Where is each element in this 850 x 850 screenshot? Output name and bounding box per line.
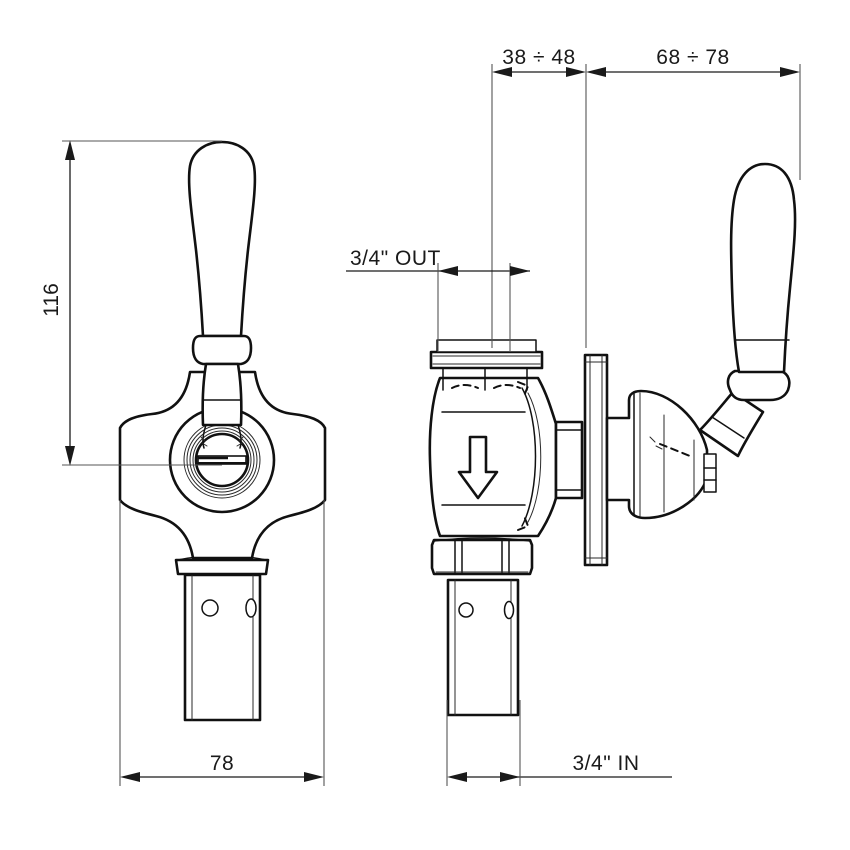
dimension-78-label: 78 xyxy=(210,752,234,775)
front-view-lever-handle xyxy=(187,140,257,427)
callout-outlet-label: 3/4" OUT xyxy=(350,247,441,270)
dimension-68-78: 68 ÷ 78 xyxy=(586,46,801,180)
front-view-outlet-pipe xyxy=(183,573,262,722)
dimension-116-label: 116 xyxy=(40,283,63,316)
side-view-hex-nut xyxy=(430,537,534,576)
side-view-wall-flange xyxy=(583,353,609,567)
callout-inlet: 3/4" IN xyxy=(446,700,672,786)
side-view-inlet-pipe xyxy=(446,578,520,717)
side-view-body-cap xyxy=(429,339,544,391)
side-section-view-group: 38 ÷ 48 68 ÷ 78 3/4" OUT 3/4" IN xyxy=(346,46,801,786)
flow-direction-arrow xyxy=(457,435,499,500)
front-view-handle-neck xyxy=(200,424,244,449)
front-view-collar xyxy=(174,554,270,576)
callout-outlet: 3/4" OUT xyxy=(346,247,530,352)
dimension-38-48-label: 38 ÷ 48 xyxy=(502,46,575,69)
dimension-38-48: 38 ÷ 48 xyxy=(491,46,587,348)
front-view-group: 116 78 xyxy=(40,140,327,786)
dimension-116: 116 xyxy=(40,140,222,466)
side-view-handle-base xyxy=(605,389,717,520)
callout-inlet-label: 3/4" IN xyxy=(573,752,640,775)
front-view-hub xyxy=(168,406,276,514)
side-view-valve-body xyxy=(428,376,558,538)
side-view-lever-handle xyxy=(698,162,797,458)
dimension-68-78-label: 68 ÷ 78 xyxy=(656,46,729,69)
dimension-78: 78 xyxy=(119,500,325,786)
side-view-spindle xyxy=(554,420,584,500)
